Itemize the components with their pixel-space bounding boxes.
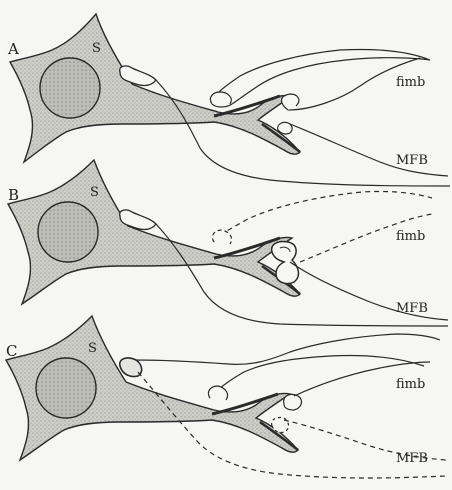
panel-b: B S fimb MFB — [8, 160, 448, 326]
mfb-fiber — [290, 124, 448, 176]
nucleus — [36, 358, 96, 418]
nucleus — [40, 58, 100, 118]
mfb-label: MFB — [396, 153, 428, 168]
panel-c: C S fimb MFB — [6, 316, 446, 478]
panel-label: A — [7, 40, 19, 58]
fimbria-label: fimb — [396, 229, 425, 244]
mfb-label: MFB — [396, 451, 428, 466]
panel-label: B — [8, 186, 19, 204]
nucleus — [38, 202, 98, 262]
soma-label: S — [92, 41, 101, 56]
fimbria-label: fimb — [396, 377, 425, 392]
soma-label: S — [88, 341, 97, 356]
soma-label: S — [90, 185, 99, 200]
mfb-label: MFB — [396, 301, 428, 316]
fimbria-label: fimb — [396, 75, 425, 90]
panel-label: C — [6, 342, 17, 360]
panel-a: A S fimb MFB — [7, 14, 450, 186]
axon-terminal-soma — [120, 358, 142, 377]
